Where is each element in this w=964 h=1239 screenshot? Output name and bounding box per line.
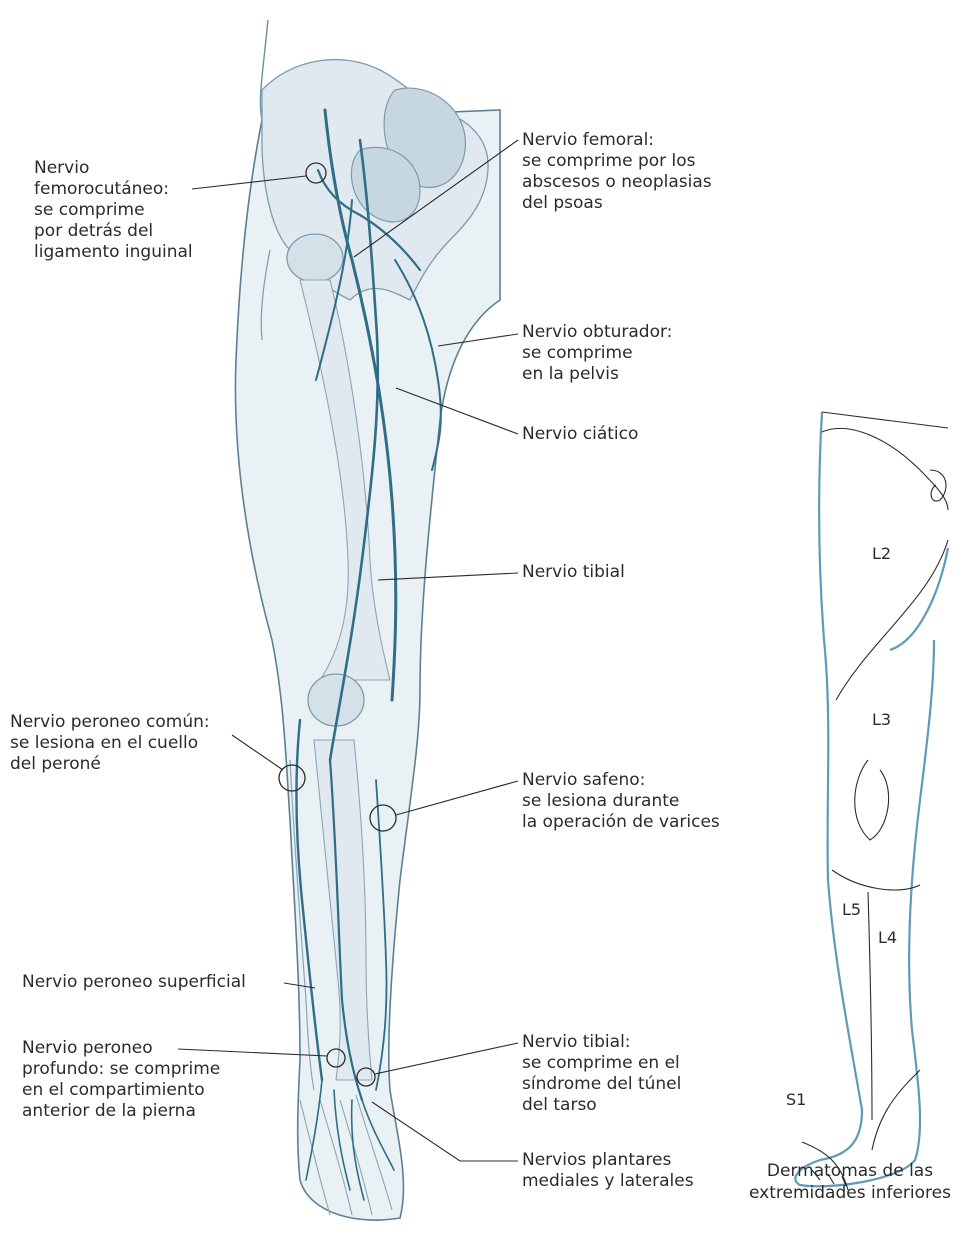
dermatome-diagram (795, 412, 948, 1190)
label-femoral: Nervio femoral: se comprime por los absc… (522, 130, 712, 214)
dermatome-l4: L4 (878, 928, 897, 947)
label-peroneo-comun: Nervio peroneo común: se lesiona en el c… (10, 712, 210, 775)
label-plantares: Nervios plantares mediales y laterales (522, 1150, 694, 1192)
label-femorocutaneo: Nervio femorocutáneo: se comprime por de… (34, 158, 193, 263)
label-peroneo-profundo: Nervio peroneo profundo: se comprime en … (22, 1038, 220, 1122)
label-tibial: Nervio tibial (522, 562, 625, 583)
leg-illustration (235, 20, 500, 1220)
dermatome-l3: L3 (872, 710, 891, 729)
dermatome-caption: Dermatomas de las extremidades inferiore… (736, 1160, 964, 1204)
label-safeno: Nervio safeno: se lesiona durante la ope… (522, 770, 720, 833)
dermatome-s1: S1 (786, 1090, 806, 1109)
dermatome-l2: L2 (872, 544, 891, 563)
dermatome-l5: L5 (842, 900, 861, 919)
label-ciatico: Nervio ciático (522, 424, 638, 445)
dermatome-outline (795, 412, 934, 1186)
label-tibial-tarso: Nervio tibial: se comprime en el síndrom… (522, 1032, 681, 1116)
label-obturador: Nervio obturador: se comprime en la pelv… (522, 322, 672, 385)
label-peroneo-superficial: Nervio peroneo superficial (22, 972, 246, 993)
